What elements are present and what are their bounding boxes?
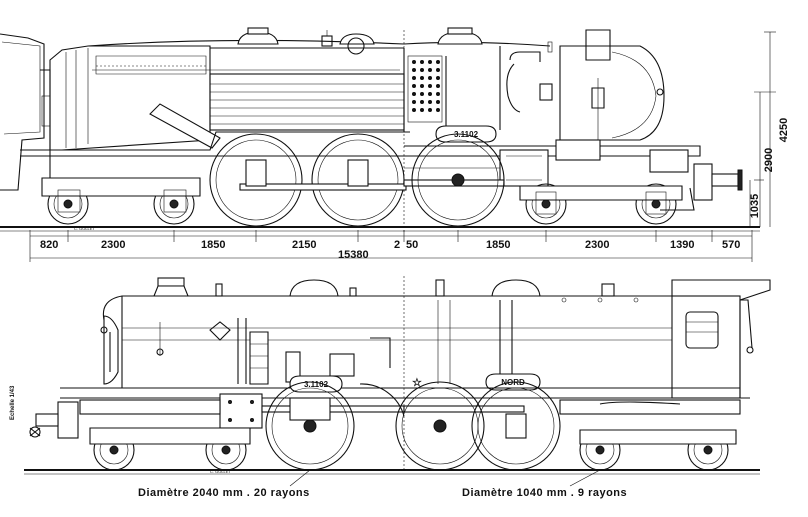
bottom-pump (249, 331, 269, 385)
bottom-buffer (35, 413, 59, 427)
bottom-number-plate-text: 3.1102 (304, 380, 329, 389)
dim-1390: 1390 (670, 239, 694, 251)
dim-2300-front: 2300 (585, 239, 609, 251)
top-right-running-gear (411, 133, 683, 227)
bottom-number-plate (289, 375, 343, 393)
top-bogie-wheel-2 (635, 183, 677, 225)
bottom-smokebox-front: 3.1102 (29, 277, 405, 439)
top-horizontal-dimensions: 820 2300 1850 2150 2 50 1850 2300 1390 5… (29, 230, 753, 262)
bottom-cab-window (685, 311, 719, 349)
dim-820: 820 (40, 239, 58, 251)
top-number-plate (435, 125, 497, 143)
top-cylinder (499, 149, 549, 187)
star-emblem-icon: ☆ (412, 377, 422, 389)
dim-2900: 2900 (763, 148, 775, 172)
dim-570: 570 (722, 239, 740, 251)
top-left-running-gear (41, 133, 407, 227)
dim-4250: 4250 (778, 118, 790, 142)
bottom-cylinder (219, 393, 263, 429)
dim-2300-rear: 2300 (101, 239, 125, 251)
bottom-smokebox-door (103, 315, 119, 385)
top-signature: C. GOLLET (74, 226, 95, 231)
dim-overall-length: 15380 (338, 249, 369, 261)
top-tube-plate (407, 55, 443, 123)
top-driver-wheel-3 (411, 133, 505, 227)
dim-split-right: 50 (406, 239, 418, 251)
bottom-boiler-cab: NORD ☆ (403, 279, 771, 415)
top-smokebox (559, 45, 665, 141)
top-buffer (711, 173, 739, 187)
caption-left: Diamètre 2040 mm . 20 rayons (138, 487, 310, 499)
bottom-buffer-beam (57, 401, 79, 439)
top-cab-firebox (0, 27, 405, 191)
bottom-chimney (157, 277, 185, 287)
top-buffer-beam (693, 163, 713, 201)
bottom-dome-front (289, 279, 339, 297)
bottom-dome-rear (491, 279, 541, 297)
top-chimney (585, 29, 611, 61)
caption-leader-right (569, 469, 601, 487)
bottom-driver-wheel-2 (395, 381, 485, 471)
top-bogie-wheel-1 (525, 183, 567, 225)
dim-1035: 1035 (749, 194, 761, 218)
bottom-front-running-gear (89, 381, 405, 471)
top-coupling-rod (239, 183, 407, 191)
top-elevation: 3.1102 (0, 27, 790, 262)
caption-leader-left (289, 469, 311, 487)
bottom-rear-running-gear (395, 381, 737, 471)
top-reversing-rod (149, 103, 221, 149)
dim-split-left: 2 (394, 239, 400, 251)
bottom-elevation: Echelle 1/43 (10, 276, 771, 499)
bottom-driver-wheel-3 (471, 381, 561, 471)
scale-label: Echelle 1/43 (10, 385, 16, 420)
dim-1850-front: 1850 (486, 239, 510, 251)
dim-2150: 2150 (292, 239, 316, 251)
top-driver-wheel-1 (209, 133, 303, 227)
top-vertical-dimensions: 4250 2900 1035 (749, 31, 790, 227)
caption-right: Diamètre 1040 mm . 9 rayons (462, 487, 627, 499)
bottom-signature: C. GOLLET (210, 469, 231, 474)
dim-1850-rear: 1850 (201, 239, 225, 251)
